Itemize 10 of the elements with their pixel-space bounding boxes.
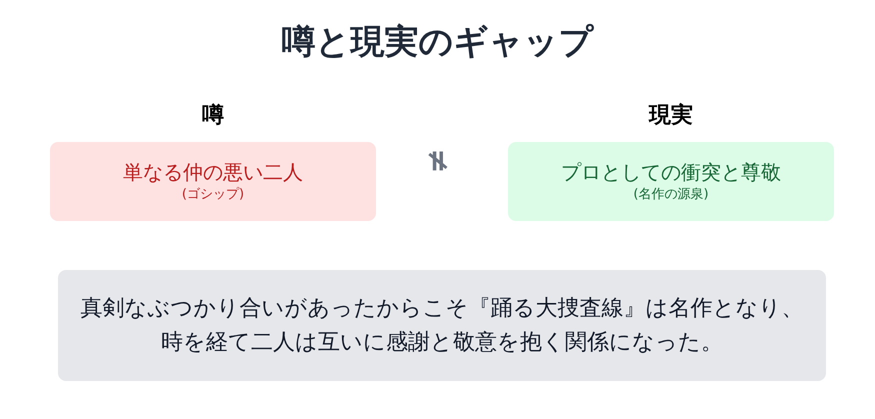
summary-text: 真剣なぶつかり合いがあったからこそ『踊る大捜査線』は名作となり、時を経て二人は互いに感謝と敬意を抱く関係になった。 [80, 294, 804, 356]
card-subtext: (名作の源泉) [633, 186, 709, 204]
card-text: プロとしての衝突と尊敬 [561, 159, 781, 185]
summary-panel [58, 270, 826, 381]
diagram-title: 噂と現実のギャップ [282, 21, 594, 64]
column-heading: 噂 [202, 102, 224, 130]
not-equal-sign: ≠ [422, 148, 453, 174]
card-text: 単なる仲の悪い二人 [123, 159, 303, 185]
column-heading: 現実 [649, 102, 693, 130]
card-subtext: (ゴシップ) [182, 186, 244, 204]
